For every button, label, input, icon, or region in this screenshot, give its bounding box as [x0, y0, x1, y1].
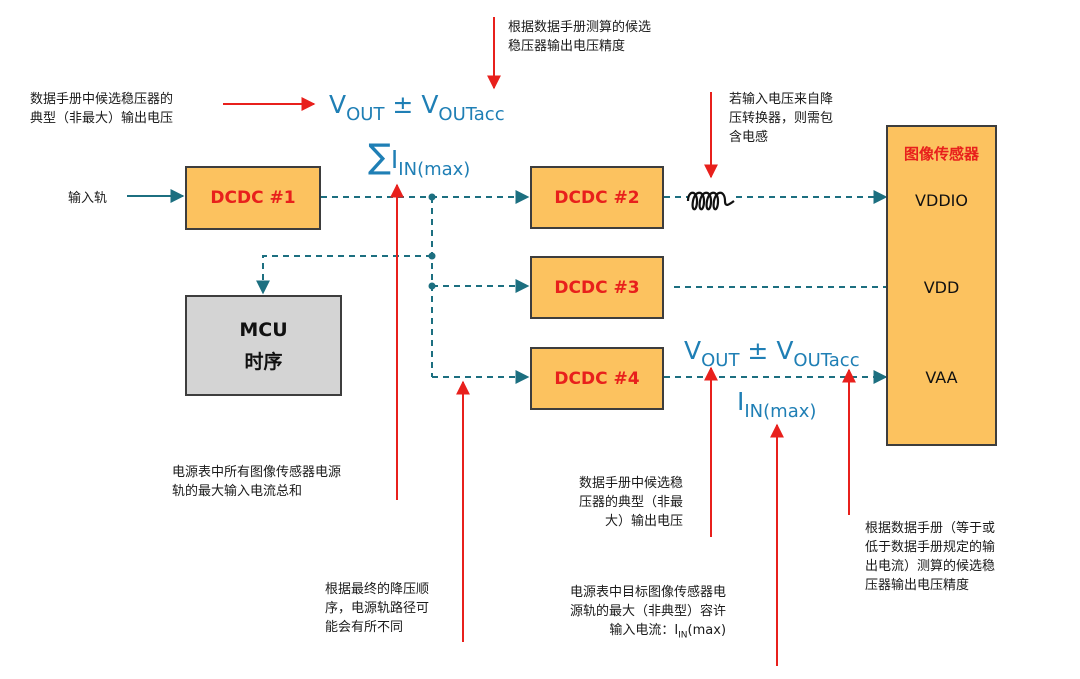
note-top-center: 根据数据手册测算的候选 稳压器输出电压精度: [508, 20, 652, 54]
junction-dot: [428, 193, 436, 201]
dcdc2-block: DCDC #2: [530, 166, 664, 229]
note-inductor: 若输入电压来自降 压转换器，则需包 含电感: [729, 92, 834, 145]
note-rail-path: 根据最终的降压顺 序，电源轨路径可 能会有所不同: [325, 582, 430, 635]
formula-sum-iin: ∑IIN(max): [368, 137, 471, 180]
dcdc3-block: DCDC #3: [530, 256, 664, 319]
dcdc4-block: DCDC #4: [530, 347, 664, 410]
note-dcdc4-acc: 根据数据手册（等于或 低于数据手册规定的输 出电流）测算的候选稳 压器输出电压精…: [865, 521, 996, 593]
input-rail-label: 输入轨: [68, 191, 108, 206]
image-sensor-block: 图像传感器 VDDIO VDD VAA: [886, 125, 997, 446]
rail-vaa: VAA: [925, 368, 958, 387]
rail-vdd: VDD: [923, 278, 960, 297]
wire-bus-mcu: [256, 255, 432, 295]
inductor-icon: [686, 191, 735, 211]
note-sum-current: 电源表中所有图像传感器电源 轨的最大输入电流总和: [172, 465, 342, 499]
note-dcdc4-vout: 数据手册中候选稳 压器的典型（非最 大）输出电压: [579, 476, 684, 529]
note-dcdc4-iin: 电源表中目标图像传感器电 源轨的最大（非典型）容许 输入电流：IIN(max): [570, 585, 727, 641]
mcu-block: MCU 时序: [185, 295, 342, 396]
note-top-left: 数据手册中候选稳压器的 典型（非最大）输出电压: [30, 92, 174, 126]
formula-vout-dcdc4: VOUT ± VOUTacc: [684, 336, 860, 371]
image-sensor-title: 图像传感器: [903, 145, 979, 163]
formula-iin-dcdc4: IIN(max): [737, 387, 817, 422]
rail-vddio: VDDIO: [915, 191, 968, 210]
formula-vout-top: VOUT ± VOUTacc: [329, 90, 505, 125]
dcdc1-block: DCDC #1: [185, 166, 321, 230]
